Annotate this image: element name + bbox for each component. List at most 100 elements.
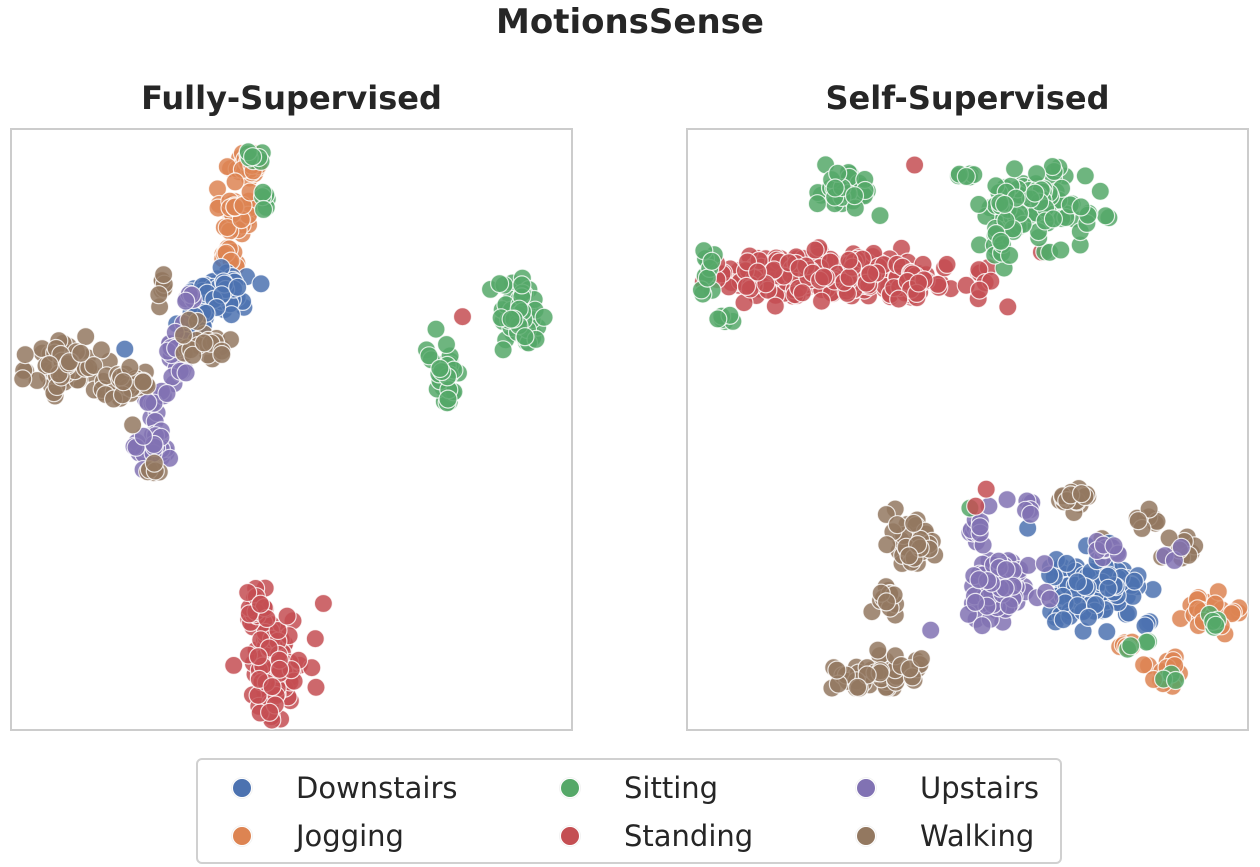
point-sitting	[1096, 206, 1116, 226]
point-walking	[15, 345, 35, 365]
point-walking	[122, 415, 143, 435]
point-sitting	[697, 268, 717, 288]
point-downstairs	[1053, 610, 1073, 630]
point-downstairs	[1097, 622, 1117, 642]
point-sitting	[1166, 670, 1186, 691]
point-upstairs	[972, 616, 992, 636]
point-standing	[976, 479, 996, 499]
point-sitting	[1042, 156, 1062, 177]
point-upstairs	[970, 517, 990, 537]
point-sitting	[1071, 197, 1091, 217]
figure-title: MotionsSense	[496, 2, 764, 42]
point-sitting	[870, 205, 890, 226]
scatter-panel-self-supervised	[686, 128, 1249, 731]
point-standing	[905, 155, 925, 175]
point-upstairs	[969, 570, 989, 590]
point-sitting	[1051, 240, 1071, 260]
point-sitting	[1090, 181, 1110, 201]
point-standing	[250, 594, 271, 614]
legend-item-downstairs: Downstairs	[232, 765, 458, 811]
point-sitting	[243, 147, 263, 167]
point-sitting	[253, 199, 274, 220]
point-walking	[877, 535, 897, 555]
point-walking	[827, 660, 847, 680]
legend-marker-walking	[856, 826, 876, 846]
point-walking	[91, 340, 112, 360]
point-sitting	[995, 194, 1015, 215]
point-standing	[313, 593, 333, 614]
point-sitting	[1075, 166, 1095, 186]
legend-label-upstairs: Upstairs	[920, 771, 1039, 805]
point-walking	[183, 345, 203, 365]
point-walking	[84, 356, 104, 376]
point-walking	[71, 343, 91, 363]
point-upstairs	[997, 490, 1017, 510]
point-upstairs	[1171, 537, 1191, 557]
point-sitting	[969, 194, 989, 215]
scatter-panel-fully-supervised	[10, 128, 573, 731]
legend-item-walking: Walking	[856, 813, 1034, 859]
point-walking	[868, 640, 888, 660]
plot-frame	[686, 128, 1249, 731]
point-sitting	[436, 334, 457, 355]
legend-marker-standing	[560, 826, 580, 846]
point-walking	[848, 677, 868, 697]
point-standing	[262, 677, 282, 697]
legend-item-jogging: Jogging	[232, 813, 404, 859]
point-downstairs	[1124, 571, 1144, 591]
point-sitting	[1121, 636, 1141, 656]
point-jogging	[225, 172, 245, 192]
legend-marker-upstairs	[856, 778, 876, 798]
point-walking	[149, 285, 169, 305]
point-sitting	[1000, 245, 1020, 266]
point-standing	[268, 620, 288, 641]
point-walking	[39, 355, 59, 375]
point-sitting	[253, 182, 273, 202]
point-sitting	[1025, 183, 1045, 203]
point-sitting	[702, 251, 722, 271]
legend-item-standing: Standing	[560, 813, 753, 859]
legend-label-walking: Walking	[920, 819, 1035, 853]
point-standing	[839, 267, 859, 287]
point-standing	[889, 289, 909, 309]
point-upstairs	[176, 363, 196, 383]
point-sitting	[1206, 615, 1226, 635]
point-sitting	[493, 340, 513, 360]
point-standing	[306, 677, 326, 697]
point-upstairs	[157, 383, 177, 404]
point-walking	[876, 592, 897, 612]
point-walking	[212, 344, 232, 365]
legend-label-standing: Standing	[624, 819, 754, 853]
point-upstairs	[965, 592, 985, 612]
legend-label-jogging: Jogging	[296, 819, 404, 853]
point-sitting	[438, 389, 458, 409]
legend-marker-downstairs	[232, 778, 252, 798]
point-standing	[270, 659, 290, 679]
legend-label-sitting: Sitting	[624, 771, 719, 805]
point-standing	[811, 291, 832, 311]
point-standing	[860, 264, 880, 284]
point-standing	[839, 250, 859, 270]
point-walking	[911, 649, 931, 669]
point-upstairs	[1021, 504, 1041, 524]
scatter-points	[691, 155, 1249, 698]
point-standing	[908, 273, 929, 293]
point-standing	[260, 702, 280, 722]
point-sitting	[1027, 163, 1047, 184]
point-upstairs	[176, 291, 196, 311]
point-walking	[899, 546, 919, 566]
point-sitting	[1004, 159, 1025, 179]
point-sitting	[512, 275, 532, 295]
point-standing	[238, 582, 258, 603]
point-sitting	[844, 186, 865, 206]
point-walking	[144, 453, 164, 473]
point-sitting	[956, 166, 976, 187]
point-standing	[966, 496, 986, 516]
point-walking	[113, 372, 134, 392]
point-standing	[998, 297, 1018, 317]
point-sitting	[1043, 209, 1063, 229]
point-walking	[154, 265, 174, 285]
point-sitting	[426, 319, 446, 339]
point-walking	[133, 372, 153, 392]
point-sitting	[419, 346, 439, 366]
